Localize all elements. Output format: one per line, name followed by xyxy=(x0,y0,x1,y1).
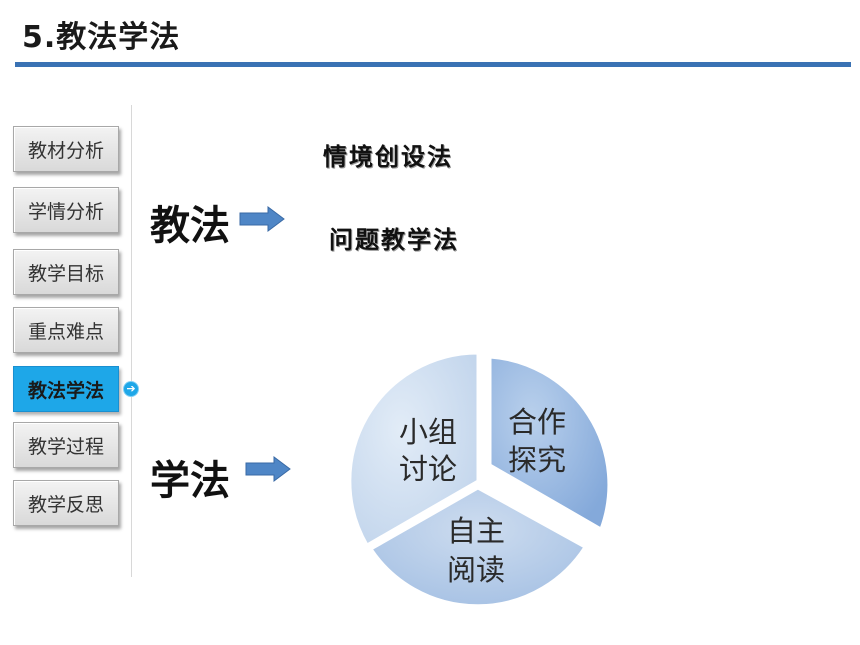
nav-item-teaching-process[interactable]: 教学过程 xyxy=(13,422,119,468)
pie-slice-cooperative-inquiry xyxy=(488,355,611,532)
slice-label-coop-1: 合作 xyxy=(508,405,566,439)
nav-item-teaching-goals[interactable]: 教学目标 xyxy=(13,249,119,295)
nav-divider xyxy=(131,105,132,577)
right-arrow-icon xyxy=(239,206,285,232)
slice-label-group-2: 讨论 xyxy=(399,452,457,486)
nav-item-key-points[interactable]: 重点难点 xyxy=(13,307,119,353)
active-arrow-icon: ➔ xyxy=(123,381,139,397)
title-underline xyxy=(15,62,851,67)
learning-method-heading: 学法 xyxy=(150,458,230,504)
nav-item-student-analysis[interactable]: 学情分析 xyxy=(13,187,119,233)
slice-label-self-1: 自主 xyxy=(447,514,505,548)
nav-item-teaching-material[interactable]: 教材分析 xyxy=(13,126,119,172)
slice-label-self-2: 阅读 xyxy=(447,553,505,587)
pie-slice-group-discussion xyxy=(350,351,480,548)
method-situation: 情境创设法 xyxy=(323,143,453,171)
nav-item-reflection[interactable]: 教学反思 xyxy=(13,480,119,526)
slice-label-coop-2: 探究 xyxy=(508,443,566,477)
pie-slice-self-reading xyxy=(368,486,588,608)
method-problem: 问题教学法 xyxy=(329,226,459,254)
learning-methods-pie: 小组 讨论 合作 探究 自主 阅读 xyxy=(350,351,611,608)
teaching-method-heading: 教法 xyxy=(150,203,230,249)
slice-label-group-1: 小组 xyxy=(399,415,457,449)
nav-item-teaching-methods[interactable]: 教法学法 xyxy=(13,366,119,412)
right-arrow-icon xyxy=(245,456,291,482)
page-title: 5.教法学法 xyxy=(22,20,181,55)
